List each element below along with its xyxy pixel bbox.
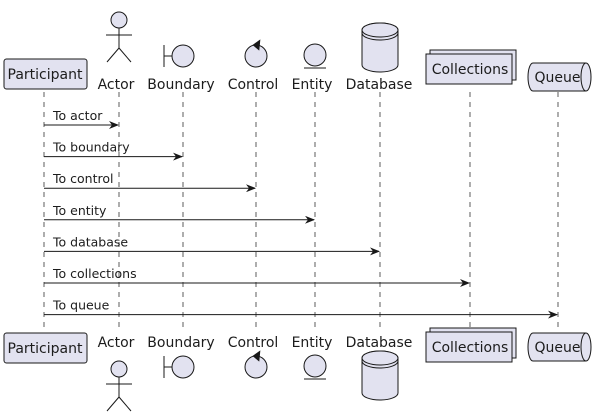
participant-box xyxy=(3,332,88,364)
queue-icon xyxy=(527,62,592,92)
messages: To actor To boundary To control To entityTo… xyxy=(44,108,558,319)
participant-database-top: Database xyxy=(346,22,413,93)
participant-boundary-bottom: Boundary xyxy=(147,335,215,379)
participant-entity-top: Entity xyxy=(292,43,333,93)
collections-icon xyxy=(425,327,517,363)
control-icon xyxy=(244,39,268,68)
participant-entity-bottom: Entity xyxy=(292,335,333,380)
participant-label-queue-top: Queue xyxy=(535,70,581,86)
participant-queue-top: Queue xyxy=(527,62,592,92)
participant-label-control-bottom: Control xyxy=(228,335,279,351)
collections-icon xyxy=(425,49,517,85)
entity-icon xyxy=(303,43,327,69)
participant-box xyxy=(3,58,88,90)
message-control: To control xyxy=(44,171,256,193)
message-label: To actor xyxy=(52,108,103,123)
participant-label-database-bottom: Database xyxy=(346,335,413,351)
participant-collections-top: Collections xyxy=(425,49,517,85)
message-queue: To queue xyxy=(44,298,558,319)
participant-boundary-top: Boundary xyxy=(147,44,215,93)
participant-label-entity-top: Entity xyxy=(292,77,333,93)
participant-label-actor-bottom: Actor xyxy=(98,335,135,351)
boundary-icon xyxy=(163,44,195,68)
participant-label-queue-bottom: Queue xyxy=(535,340,581,356)
participant-label-database-top: Database xyxy=(346,77,413,93)
participant-label-participant-top: Participant xyxy=(8,67,83,83)
participant-control-top: Control xyxy=(228,39,279,93)
participants: ParticipantParticipantActorActorBoundary… xyxy=(3,11,592,412)
message-label: To collections xyxy=(52,266,137,281)
participant-label-boundary-bottom: Boundary xyxy=(147,335,214,351)
participant-label-actor-top: Actor xyxy=(98,77,135,93)
message-actor: To actor xyxy=(44,108,119,129)
message-collections: To collections xyxy=(44,266,470,287)
participant-actor-top: Actor xyxy=(98,11,135,93)
control-icon xyxy=(244,350,268,379)
participant-label-collections-top: Collections xyxy=(432,62,509,78)
message-label: To entity xyxy=(52,203,107,218)
participant-database-bottom: Database xyxy=(346,335,413,401)
entity-icon xyxy=(303,354,327,380)
lifelines xyxy=(43,92,559,330)
participant-label-boundary-top: Boundary xyxy=(147,77,214,93)
participant-participant-bottom: Participant xyxy=(3,332,88,364)
message-entity: To entity xyxy=(44,203,315,224)
participant-actor-bottom: Actor xyxy=(98,335,135,412)
message-label: To boundary xyxy=(52,140,130,155)
participant-label-control-top: Control xyxy=(228,77,279,93)
message-label: To queue xyxy=(52,298,110,313)
database-icon xyxy=(361,350,399,401)
message-label: To control xyxy=(52,171,113,186)
participant-queue-bottom: Queue xyxy=(527,332,592,362)
boundary-icon xyxy=(163,355,195,379)
participant-label-entity-bottom: Entity xyxy=(292,335,333,351)
participant-collections-bottom: Collections xyxy=(425,327,517,363)
actor-icon xyxy=(106,360,132,412)
message-label: To database xyxy=(52,234,128,249)
actor-icon xyxy=(106,11,132,63)
participant-label-participant-bottom: Participant xyxy=(8,341,83,357)
message-boundary: To boundary xyxy=(44,140,183,161)
participant-control-bottom: Control xyxy=(228,335,279,379)
participant-label-collections-bottom: Collections xyxy=(432,340,509,356)
participant-participant-top: Participant xyxy=(3,58,88,90)
queue-icon xyxy=(527,332,592,362)
message-database: To database xyxy=(44,234,380,256)
database-icon xyxy=(361,22,399,73)
